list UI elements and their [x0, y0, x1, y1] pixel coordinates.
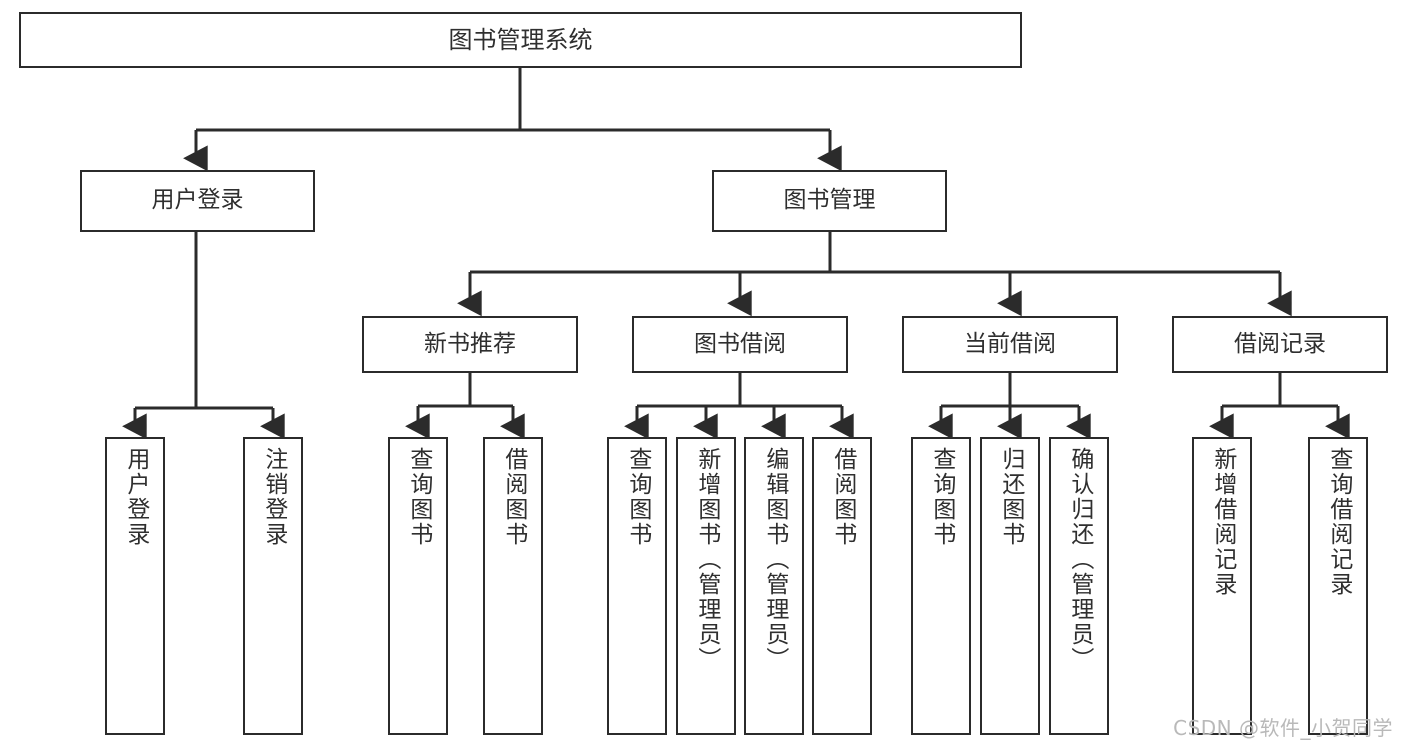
- node-label: 新书推荐: [424, 330, 516, 357]
- node-label: 归还图书: [997, 447, 1024, 547]
- node-user-login[interactable]: 用户登录: [80, 170, 315, 232]
- node-label: 图书管理: [783, 187, 876, 214]
- leaf-query-borrow-record[interactable]: 查询借阅记录: [1308, 437, 1368, 735]
- node-label: 当前借阅: [964, 330, 1056, 357]
- node-label: 确认归还（管理员）: [1066, 447, 1093, 672]
- leaf-add-borrow-record[interactable]: 新增借阅记录: [1192, 437, 1252, 735]
- leaf-query-book-borrow[interactable]: 查询图书: [607, 437, 667, 735]
- node-label: 注销登录: [260, 447, 287, 547]
- node-label: 查询借阅记录: [1325, 447, 1352, 597]
- node-book-management[interactable]: 图书管理: [712, 170, 947, 232]
- leaf-add-book-admin[interactable]: 新增图书（管理员）: [676, 437, 736, 735]
- leaf-edit-book-admin[interactable]: 编辑图书（管理员）: [744, 437, 804, 735]
- leaf-logout[interactable]: 注销登录: [243, 437, 303, 735]
- node-label: 查询图书: [624, 447, 651, 547]
- node-label: 新增借阅记录: [1209, 447, 1236, 597]
- node-label: 借阅图书: [829, 447, 856, 547]
- node-label: 借阅图书: [500, 447, 527, 547]
- csdn-watermark: CSDN @软件_小贺同学: [1173, 716, 1393, 740]
- node-label: 查询图书: [405, 447, 432, 547]
- node-label: 查询图书: [928, 447, 955, 547]
- leaf-query-book-current[interactable]: 查询图书: [911, 437, 971, 735]
- node-label: 编辑图书（管理员）: [761, 447, 788, 672]
- leaf-query-book-recommend[interactable]: 查询图书: [388, 437, 448, 735]
- leaf-user-login[interactable]: 用户登录: [105, 437, 165, 735]
- node-label: 用户登录: [151, 187, 244, 214]
- node-label: 图书借阅: [694, 330, 786, 357]
- node-new-book-recommend[interactable]: 新书推荐: [362, 316, 578, 373]
- node-label: 借阅记录: [1234, 330, 1326, 357]
- node-borrow-records[interactable]: 借阅记录: [1172, 316, 1388, 373]
- leaf-return-book[interactable]: 归还图书: [980, 437, 1040, 735]
- node-label: 新增图书（管理员）: [693, 447, 720, 672]
- node-current-borrow[interactable]: 当前借阅: [902, 316, 1118, 373]
- node-root-book-management-system[interactable]: 图书管理系统: [19, 12, 1022, 68]
- leaf-borrow-book[interactable]: 借阅图书: [812, 437, 872, 735]
- node-label: 图书管理系统: [448, 25, 593, 54]
- node-book-borrow[interactable]: 图书借阅: [632, 316, 848, 373]
- leaf-confirm-return-admin[interactable]: 确认归还（管理员）: [1049, 437, 1109, 735]
- node-label: 用户登录: [122, 447, 149, 547]
- leaf-borrow-book-recommend[interactable]: 借阅图书: [483, 437, 543, 735]
